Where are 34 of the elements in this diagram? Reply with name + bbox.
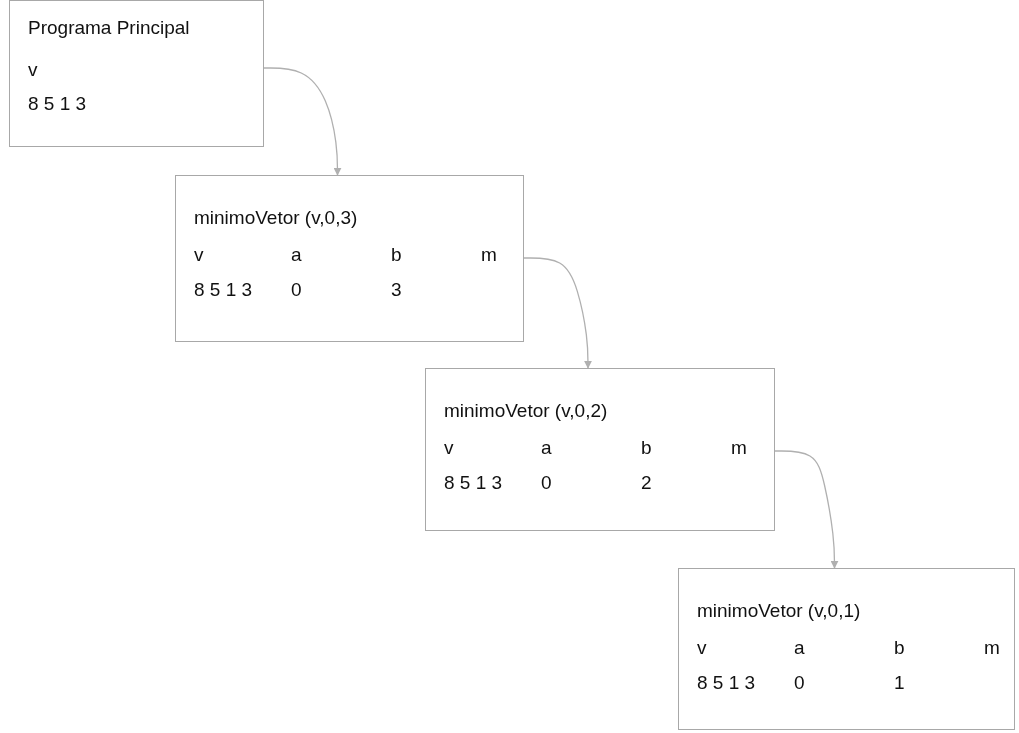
variable-text: b: [641, 437, 652, 459]
frame-box: [9, 0, 264, 147]
frame-title: minimoVetor (v,0,2): [444, 400, 608, 422]
frame-title: Programa Principal: [28, 17, 190, 39]
variable-text: m: [984, 637, 1000, 659]
variable-text: m: [481, 244, 497, 266]
variable-text: 2: [641, 472, 652, 494]
variable-text: a: [291, 244, 302, 266]
variable-text: 8 5 1 3: [444, 472, 503, 494]
variable-text: b: [894, 637, 905, 659]
arrow: [263, 67, 342, 176]
frame-title: minimoVetor (v,0,3): [194, 207, 358, 229]
frame-title: minimoVetor (v,0,1): [697, 600, 861, 622]
variable-text: m: [731, 437, 747, 459]
variable-text: 0: [291, 279, 302, 301]
arrow: [774, 450, 839, 569]
variable-text: 1: [894, 672, 905, 694]
frame-box: [175, 175, 524, 342]
variable-text: 0: [794, 672, 805, 694]
variable-text: b: [391, 244, 402, 266]
variable-text: 8 5 1 3: [194, 279, 253, 301]
variable-text: v: [28, 59, 38, 81]
frame-box: [678, 568, 1015, 730]
variable-text: a: [541, 437, 552, 459]
variable-text: v: [697, 637, 707, 659]
arrow: [523, 257, 592, 369]
variable-text: 0: [541, 472, 552, 494]
variable-text: 8 5 1 3: [697, 672, 756, 694]
frame-box: [425, 368, 775, 531]
variable-text: a: [794, 637, 805, 659]
variable-text: 8 5 1 3: [28, 93, 87, 115]
variable-text: v: [444, 437, 454, 459]
variable-text: 3: [391, 279, 402, 301]
variable-text: v: [194, 244, 204, 266]
